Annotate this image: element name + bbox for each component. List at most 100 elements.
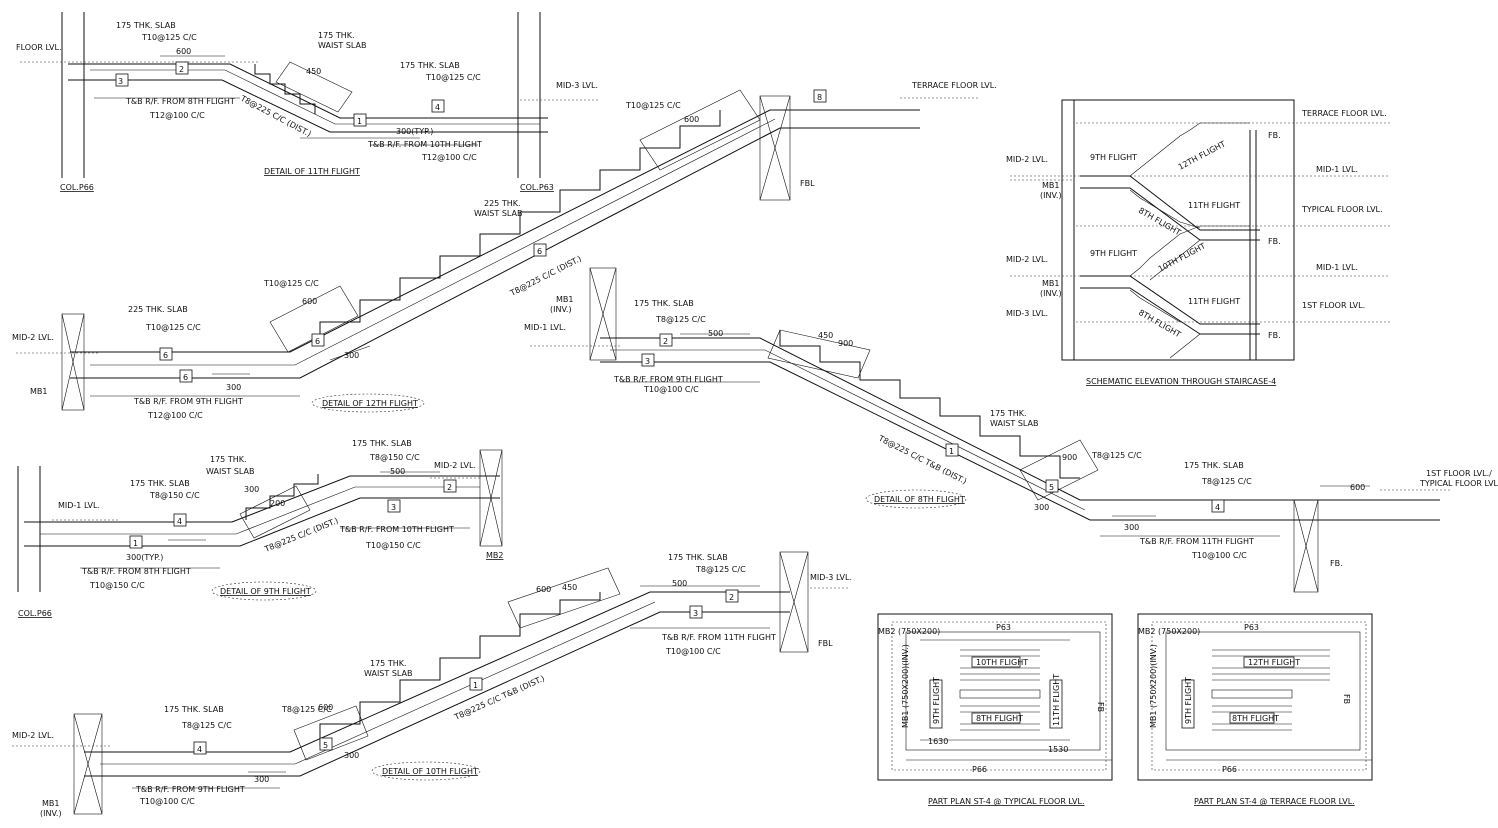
column-label: P66 [1222, 765, 1237, 774]
rebar-label: T8@125 C/C [695, 565, 746, 574]
beam-label: (INV.) [550, 305, 572, 314]
beam-label: MB2 (750X200) [878, 627, 940, 636]
waist-label: 175 THK. [990, 409, 1027, 418]
detail-11th-flight: 3 2 4 1 FLOOR LVL. 175 THK. SLAB T10@125… [16, 12, 600, 192]
beam-label: MB1 [1042, 279, 1059, 288]
column-label: P63 [996, 623, 1011, 632]
level-label: MID-1 LVL. [524, 323, 566, 332]
slab-label: 175 THK. SLAB [352, 439, 412, 448]
floor-lvl-label: FLOOR LVL. [16, 43, 62, 52]
beam-label: (INV.) [1040, 289, 1062, 298]
flight-label: 10TH FLIGHT [976, 658, 1028, 667]
flight-label: 12TH FLIGHT [1177, 139, 1227, 171]
dim-label: 500 [672, 579, 687, 588]
dim-label: 500 [708, 329, 723, 338]
dim-label: 900 [838, 339, 853, 348]
detail-9th-flight: 1 4 3 2 MID-1 LVL. 175 THK. SLAB T8@150 … [17, 439, 503, 618]
dim-label: 300(TYP.) [396, 127, 433, 136]
rebar-label: T10@125 C/C [425, 73, 481, 82]
tag-box [431, 99, 445, 113]
dim-label: 600 [176, 47, 191, 56]
waist-label: 225 THK. [484, 199, 521, 208]
dim-label: 500 [390, 467, 405, 476]
tag-box [533, 243, 547, 257]
beam-label: MB1 [42, 799, 59, 808]
tag-label: 6 [163, 351, 168, 360]
rebar-label: T8@125 C/C [655, 315, 706, 324]
level-label: 1ST FLOOR LVL./ [1426, 469, 1492, 478]
tag-box [1211, 499, 1225, 513]
tag-box [193, 741, 207, 755]
dim-label: 300 [226, 383, 241, 392]
tag-label: 3 [693, 609, 698, 618]
slab-label: 175 THK. SLAB [164, 705, 224, 714]
tag-label: 2 [179, 65, 184, 74]
tag-box [115, 73, 129, 87]
beam-label: MB1 (750X200)(INV.) [1149, 644, 1158, 728]
dim-label: 450 [818, 331, 833, 340]
dim-label: 450 [562, 583, 577, 592]
level-label: MID-3 LVL. [810, 573, 852, 582]
level-label: MID-2 LVL. [434, 461, 476, 470]
slab-label: 175 THK. SLAB [116, 21, 176, 30]
column-label: P66 [972, 765, 987, 774]
rebar-label: T10@100 C/C [643, 385, 699, 394]
detail-10th-flight: 4 5 1 3 2 MID-2 LVL. 175 THK. SLAB T8@12… [12, 551, 852, 818]
flight-label: 11TH FLIGHT [1188, 297, 1240, 306]
tag-label: 5 [323, 741, 328, 750]
title-detail-10: DETAIL OF 10TH FLIGHT [382, 767, 478, 776]
waist-label: WAIST SLAB [206, 467, 255, 476]
rebar-label: T12@100 C/C [147, 411, 203, 420]
level-label: MID-2 LVL. [12, 731, 54, 740]
tag-label: 4 [1215, 503, 1220, 512]
level-label: MID-3 LVL. [556, 81, 598, 90]
tag-box [813, 89, 827, 103]
tag-label: 2 [447, 483, 452, 492]
flight-label: 8TH FLIGHT [1137, 308, 1182, 339]
title-plan-typical: PART PLAN ST-4 @ TYPICAL FLOOR LVL. [928, 797, 1084, 806]
title-detail-8: DETAIL OF 8TH FLIGHT [874, 495, 965, 504]
dim-label: 300(TYP.) [126, 553, 163, 562]
title-plan-terrace: PART PLAN ST-4 @ TERRACE FLOOR LVL. [1194, 797, 1355, 806]
rebar-label: T8@150 C/C [149, 491, 200, 500]
rebar-label: T10@150 C/C [89, 581, 145, 590]
tag-label: 6 [315, 337, 320, 346]
rebar-label: T&B R/F. FROM 8TH FLIGHT [81, 567, 191, 576]
title-detail-11: DETAIL OF 11TH FLIGHT [264, 167, 360, 176]
tag-box [175, 61, 189, 75]
rebar-label: T12@100 C/C [421, 153, 477, 162]
column-label: COL.P66 [60, 183, 94, 192]
level-label: MID-1 LVL. [1316, 263, 1358, 272]
tag-box [173, 513, 187, 527]
rebar-label: T8@125 C/C [1201, 477, 1252, 486]
tag-box [443, 479, 457, 493]
beam-label: FB. [1268, 237, 1281, 246]
rebar-label: T&B R/F. FROM 9TH FLIGHT [133, 397, 243, 406]
rebar-label: T8@125 C/C [181, 721, 232, 730]
tag-label: 6 [537, 247, 542, 256]
level-label: TYPICAL FLOOR LVL. [1301, 205, 1383, 214]
rebar-label: T&B R/F. FROM 11TH FLIGHT [1139, 537, 1254, 546]
dim-label: 300 [254, 775, 269, 784]
waist-label: WAIST SLAB [990, 419, 1039, 428]
dim-label: 300 [1034, 503, 1049, 512]
flight-label: 12TH FLIGHT [1248, 658, 1300, 667]
tag-box [945, 443, 959, 457]
rebar-label: T10@125 C/C [141, 33, 197, 42]
beam-label: MB1 [556, 295, 573, 304]
tag-box [641, 353, 655, 367]
tag-label: 4 [177, 517, 182, 526]
rebar-label: T10@100 C/C [1191, 551, 1247, 560]
tag-label: 1 [133, 539, 138, 548]
flight-label: 8TH FLIGHT [976, 714, 1023, 723]
waist-label: WAIST SLAB [474, 209, 523, 218]
rebar-label: T8@225 C/C (DIST.) [238, 93, 312, 138]
tag-box [387, 499, 401, 513]
waist-label: WAIST SLAB [318, 41, 367, 50]
rebar-label: T&B R/F. FROM 9TH FLIGHT [135, 785, 245, 794]
tag-box [689, 605, 703, 619]
dim-label: 600 [318, 703, 333, 712]
rebar-label: T&B R/F. FROM 11TH FLIGHT [661, 633, 776, 642]
waist-label: 175 THK. [370, 659, 407, 668]
